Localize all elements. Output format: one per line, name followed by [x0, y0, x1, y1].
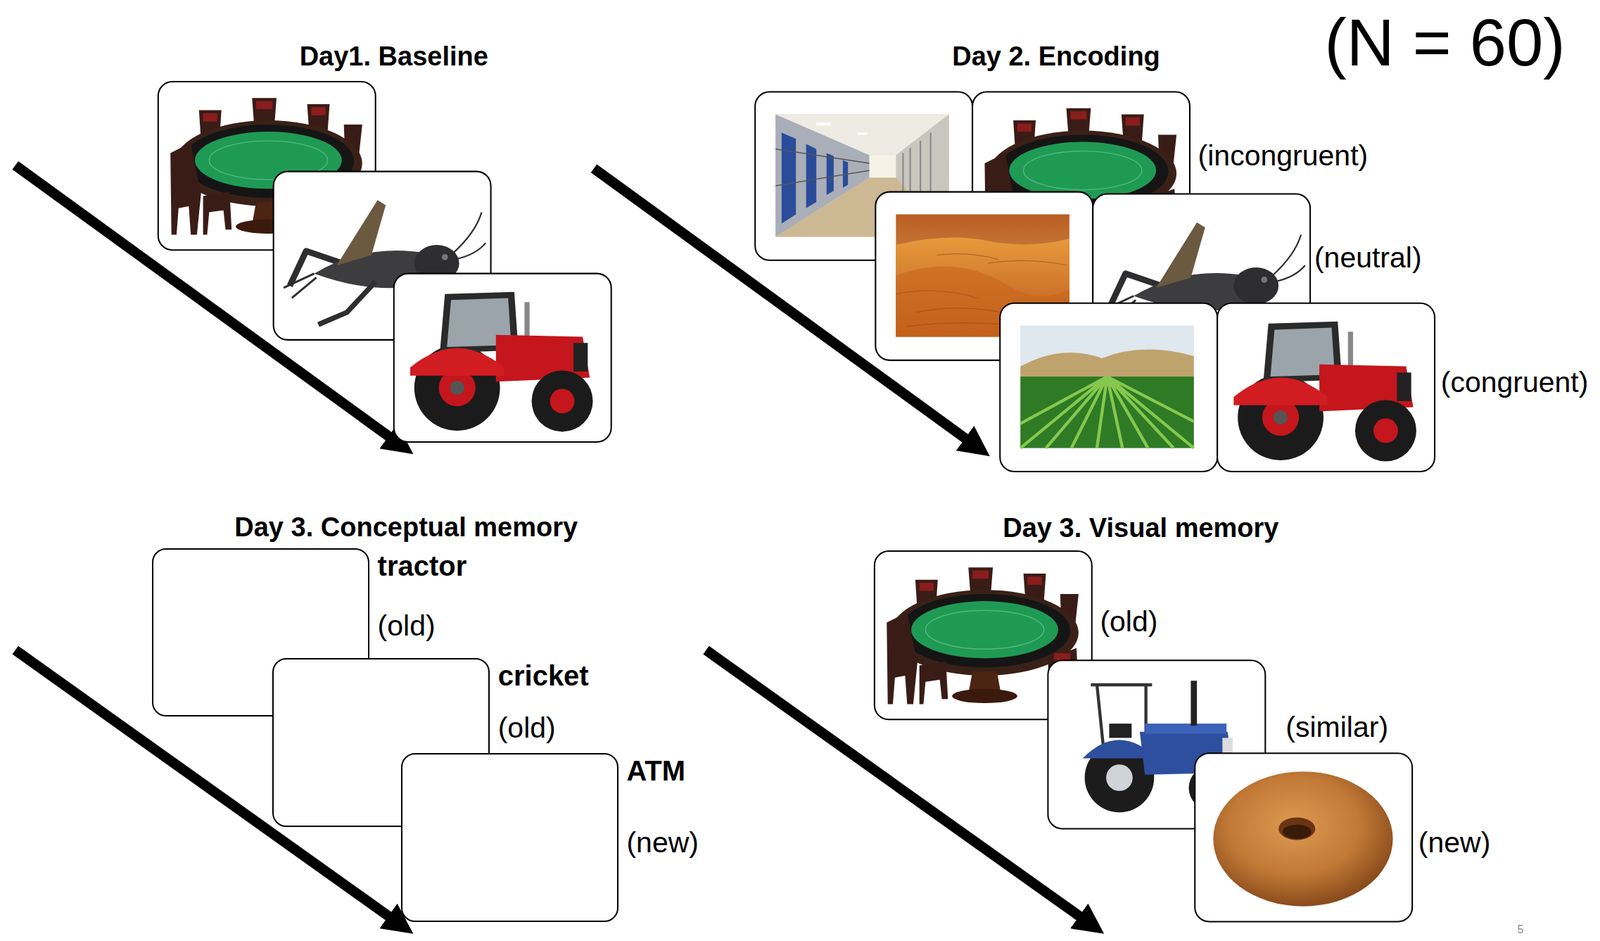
condition-label: (similar) [1285, 710, 1389, 744]
condition-label: (incongruent) [1198, 139, 1369, 173]
panel-heading: Day 3. Visual memory [1002, 512, 1279, 544]
condition-label: (old) [498, 711, 556, 745]
card-image [1020, 325, 1195, 449]
condition-label: (new) [1418, 826, 1491, 860]
condition-label: (new) [626, 826, 699, 860]
card-frame [999, 303, 1218, 472]
image-card [1194, 752, 1413, 922]
word-card: ATM(new) [401, 752, 619, 922]
image-card [1217, 303, 1435, 472]
card-image [410, 291, 594, 433]
sample-size: (N = 60) [1324, 4, 1565, 81]
card-image [1233, 321, 1417, 462]
card-frame [1217, 303, 1435, 472]
condition-label: (neutral) [1314, 241, 1422, 275]
card-frame [1194, 752, 1413, 922]
card-image [1213, 771, 1393, 906]
cue-word: cricket [498, 659, 589, 692]
cue-word: tractor [377, 549, 468, 582]
condition-label: (old) [377, 609, 436, 643]
page-number: 5 [1517, 923, 1525, 936]
condition-label: (old) [1099, 605, 1158, 639]
condition-label: (congruent) [1440, 365, 1589, 399]
panel-heading: Day 2. Encoding [951, 41, 1161, 73]
cue-word: ATM [626, 754, 686, 787]
scene-card [999, 303, 1218, 472]
panel-heading: Day 3. Conceptual memory [234, 512, 578, 544]
panel-heading: Day1. Baseline [299, 41, 489, 73]
image-card [394, 273, 612, 442]
card-frame [394, 273, 612, 442]
